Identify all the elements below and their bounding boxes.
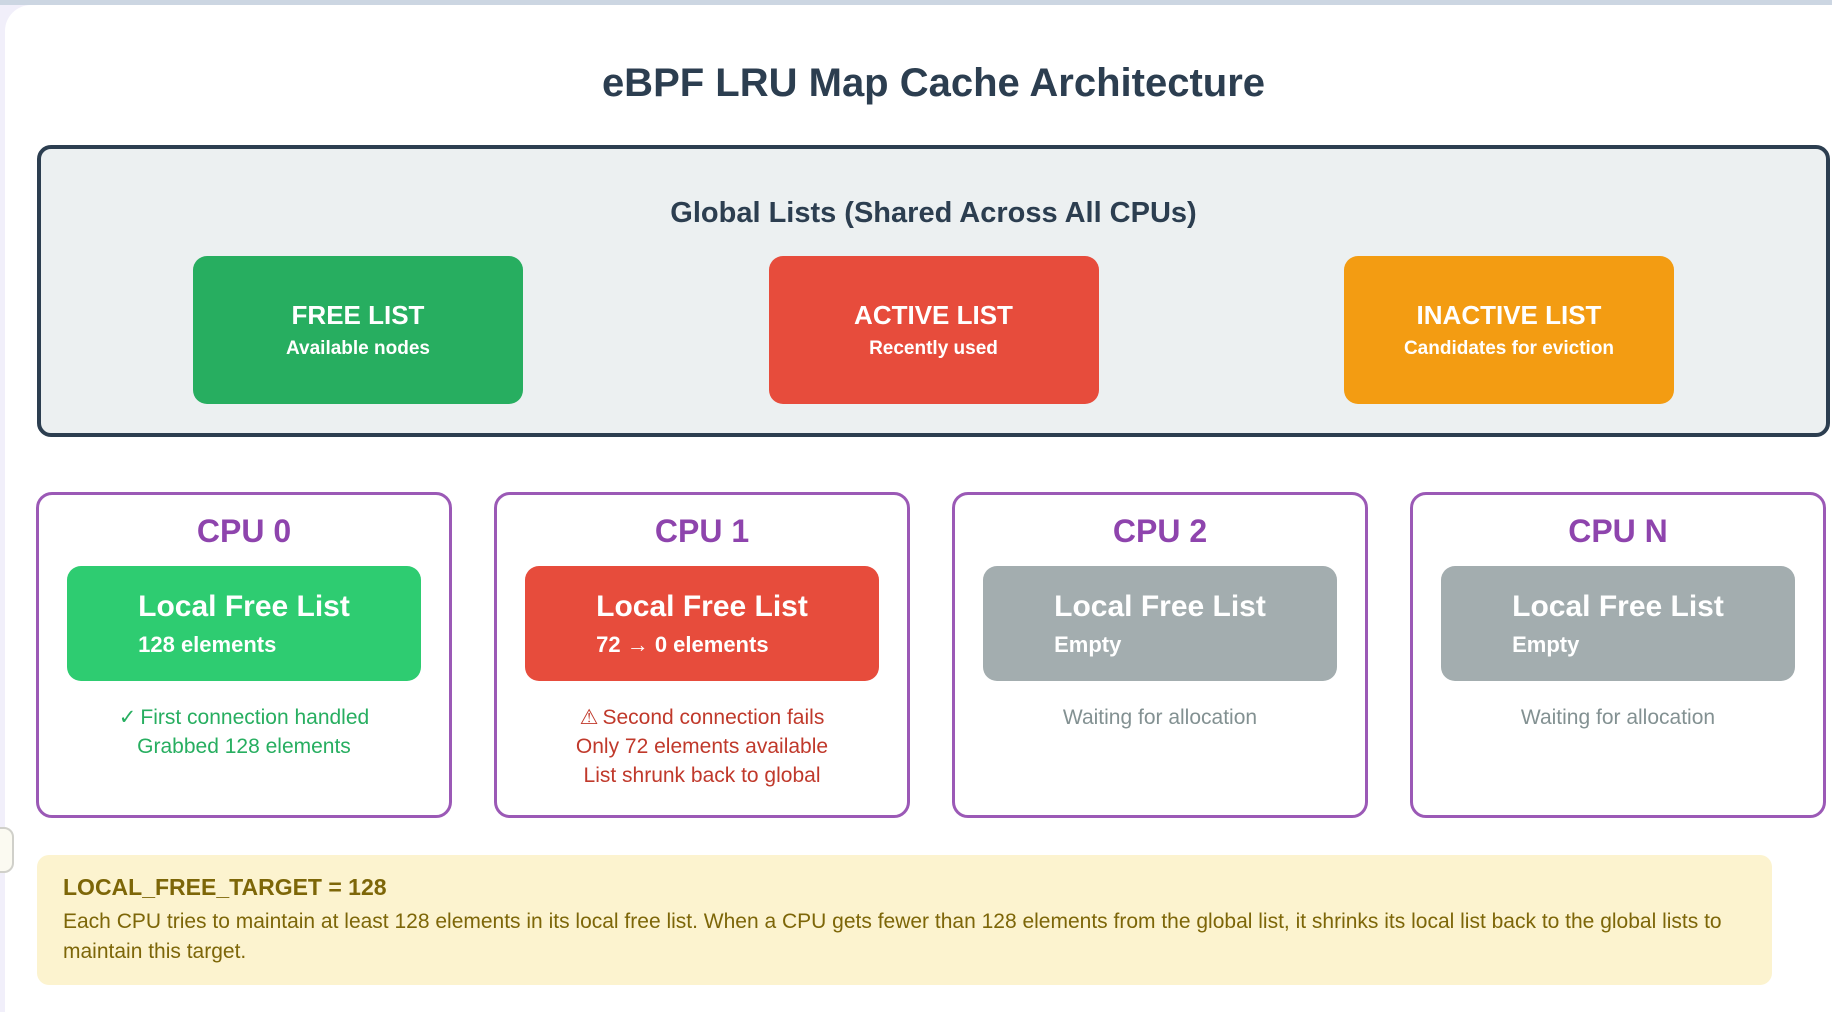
local-free-list-title: Local Free List xyxy=(1512,589,1724,623)
status-text: Waiting for allocation xyxy=(1062,706,1258,729)
cpu-2-local-free-list-box: Local Free List Empty xyxy=(983,566,1337,681)
cpu-2-status: Waiting for allocation xyxy=(955,703,1365,732)
local-free-list-count: 72 → 0 elements xyxy=(596,631,769,657)
inactive-list-title: INACTIVE LIST xyxy=(1416,300,1602,331)
cpu-card-n: CPU N Local Free List Empty Waiting for … xyxy=(1410,492,1826,818)
local-free-list-title: Local Free List xyxy=(1054,589,1266,623)
active-list-box: ACTIVE LIST Recently used xyxy=(768,256,1099,405)
active-list-description: Recently used xyxy=(869,338,998,360)
cpu-0-local-free-list-box: Local Free List 128 elements xyxy=(67,566,421,681)
cpu-1-title: CPU 1 xyxy=(654,513,750,549)
status-text: List shrunk back to global xyxy=(583,764,821,787)
free-list-box: FREE LIST Available nodes xyxy=(193,256,523,405)
note-body: Each CPU tries to maintain at least 128 … xyxy=(63,910,1722,963)
check-icon: ✓ xyxy=(118,706,137,729)
cpu-card-1: CPU 1 Local Free List 72 → 0 elements ⚠S… xyxy=(494,492,910,818)
cpu-row: CPU 0 Local Free List 128 elements ✓Firs… xyxy=(36,492,1826,818)
status-text: First connection handled xyxy=(140,706,370,729)
global-lists-heading: Global Lists (Shared Across All CPUs) xyxy=(670,197,1197,230)
cpu-n-local-free-list-box: Local Free List Empty xyxy=(1441,566,1795,681)
global-lists-panel: Global Lists (Shared Across All CPUs) FR… xyxy=(37,145,1830,437)
left-edge-fragment xyxy=(0,827,14,873)
local-free-list-count: Empty xyxy=(1054,631,1122,657)
cpu-2-title: CPU 2 xyxy=(1112,513,1208,549)
free-list-description: Available nodes xyxy=(286,338,430,360)
inactive-list-description: Candidates for eviction xyxy=(1403,338,1615,360)
inactive-list-box: INACTIVE LIST Candidates for eviction xyxy=(1344,256,1674,405)
local-free-list-title: Local Free List xyxy=(138,589,350,623)
active-list-title: ACTIVE LIST xyxy=(854,300,1013,331)
local-free-target-note: LOCAL_FREE_TARGET = 128 Each CPU tries t… xyxy=(37,855,1772,985)
local-free-list-count: 128 elements xyxy=(138,631,277,657)
warning-icon: ⚠ xyxy=(579,706,599,729)
cpu-n-title: CPU N xyxy=(1568,513,1668,549)
local-free-list-count: Empty xyxy=(1512,631,1580,657)
cpu-0-status: ✓First connection handled Grabbed 128 el… xyxy=(39,703,449,761)
status-text: Waiting for allocation xyxy=(1520,706,1716,729)
cpu-0-title: CPU 0 xyxy=(196,513,292,549)
cpu-card-0: CPU 0 Local Free List 128 elements ✓Firs… xyxy=(36,492,452,818)
status-text: Only 72 elements available xyxy=(575,735,829,758)
status-text: Grabbed 128 elements xyxy=(137,735,351,758)
cpu-n-status: Waiting for allocation xyxy=(1413,703,1823,732)
free-list-title: FREE LIST xyxy=(291,300,425,331)
cpu-1-local-free-list-box: Local Free List 72 → 0 elements xyxy=(525,566,879,681)
global-lists-row: FREE LIST Available nodes ACTIVE LIST Re… xyxy=(41,256,1826,405)
page-title: eBPF LRU Map Cache Architecture xyxy=(601,60,1266,105)
top-edge-strip xyxy=(0,0,1832,5)
local-free-list-title: Local Free List xyxy=(596,589,808,623)
cpu-card-2: CPU 2 Local Free List Empty Waiting for … xyxy=(952,492,1368,818)
cpu-1-status: ⚠Second connection fails Only 72 element… xyxy=(497,703,907,790)
status-text: Second connection fails xyxy=(602,706,825,729)
note-title: LOCAL_FREE_TARGET = 128 xyxy=(63,874,387,900)
